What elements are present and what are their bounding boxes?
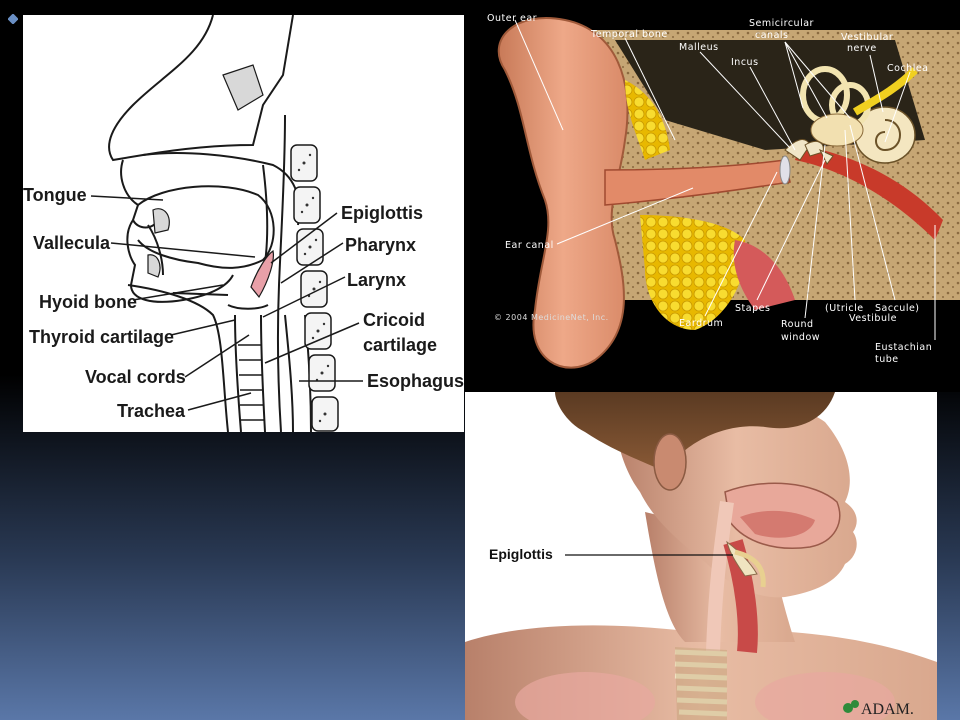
label-trachea: Trachea xyxy=(117,401,186,421)
label-tube: tube xyxy=(875,354,899,365)
label-vallecula: Vallecula xyxy=(33,233,111,253)
copyright-text: © 2004 MedicineNet, Inc. xyxy=(494,313,609,322)
label-thyroid-cartilage: Thyroid cartilage xyxy=(29,327,174,347)
label-outer-ear: Outer ear xyxy=(487,13,537,24)
label-window: window xyxy=(781,332,820,343)
label-ear-canal: Ear canal xyxy=(505,240,554,251)
label-hyoid-bone: Hyoid bone xyxy=(39,292,137,312)
label-utricle: (Utricle xyxy=(825,303,864,314)
label-eardrum: Eardrum xyxy=(679,318,723,329)
label-malleus: Malleus xyxy=(679,42,719,53)
label-stapes: Stapes xyxy=(735,303,770,314)
label-incus: Incus xyxy=(731,57,759,68)
adam-logo: ADAM. xyxy=(843,700,914,718)
slide-bullet-icon xyxy=(8,14,18,24)
head-neck-illustration: Epiglottis ADAM. xyxy=(465,392,937,720)
label-saccule: Saccule) xyxy=(875,303,920,314)
label-cricoid: Cricoid xyxy=(363,310,425,330)
label-nerve: nerve xyxy=(847,43,877,54)
label-esophagus: Esophagus xyxy=(367,371,464,391)
label-vestibular: Vestibular xyxy=(841,32,893,43)
label-cartilage: cartilage xyxy=(363,335,437,355)
label-cochlea: Cochlea xyxy=(887,63,929,74)
label-larynx: Larynx xyxy=(347,270,406,290)
ear-anatomy-diagram: Outer ear Temporal bone Malleus Incus Se… xyxy=(465,0,960,392)
svg-text:ADAM.: ADAM. xyxy=(861,701,914,718)
label-round: Round xyxy=(781,319,814,330)
label-canals: canals xyxy=(755,30,788,41)
label-vocal-cords: Vocal cords xyxy=(85,367,186,387)
label-eustachian: Eustachian xyxy=(875,342,932,353)
label-vestibule: Vestibule xyxy=(849,313,897,324)
label-epiglottis: Epiglottis xyxy=(341,203,423,223)
label-temporal-bone: Temporal bone xyxy=(590,29,668,40)
label-pharynx: Pharynx xyxy=(345,235,416,255)
epiglottis-shape xyxy=(250,250,274,299)
throat-anatomy-diagram: Tongue Vallecula Hyoid bone Thyroid cart… xyxy=(23,15,464,432)
label-tongue: Tongue xyxy=(23,185,87,205)
label-epiglottis-head: Epiglottis xyxy=(489,546,553,562)
label-semicircular: Semicircular xyxy=(749,18,814,29)
